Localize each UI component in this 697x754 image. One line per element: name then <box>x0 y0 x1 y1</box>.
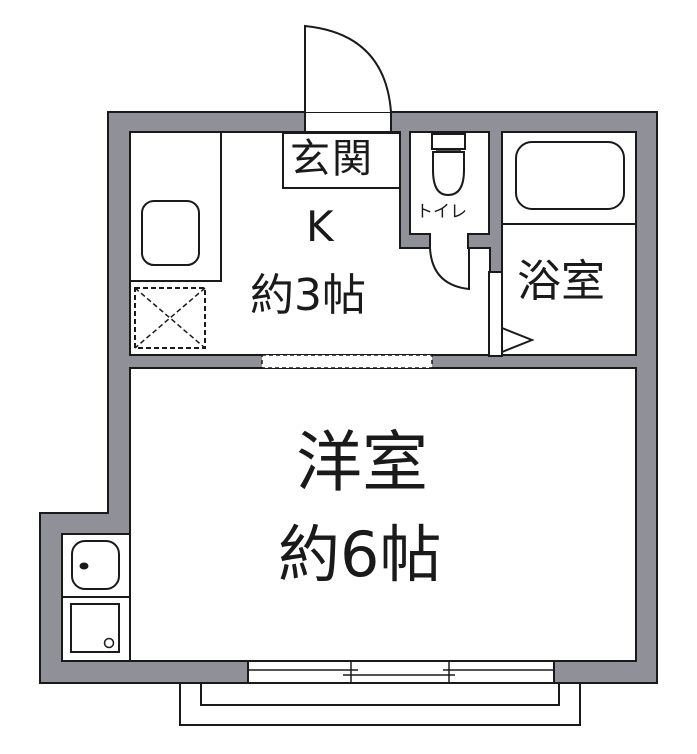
kitchen-size: 約3帖 <box>250 270 366 321</box>
western-room-label: 洋室 <box>296 424 428 501</box>
bath-door-icon <box>501 326 535 354</box>
bathroom-label: 浴室 <box>517 256 605 307</box>
toilet-icon <box>431 133 466 197</box>
refrigerator-space-icon <box>134 287 206 349</box>
entrance-label: 玄関 <box>290 136 374 182</box>
balcony-window <box>247 660 555 684</box>
washing-machine-icon <box>70 603 120 653</box>
entrance-door-icon <box>304 24 392 113</box>
toilet-door-icon <box>429 247 470 291</box>
balcony <box>179 683 581 726</box>
western-room <box>129 367 637 662</box>
kitchen-sink-icon <box>141 200 200 266</box>
kitchen-sliding-door <box>261 354 433 369</box>
bathtub-icon <box>515 141 625 210</box>
kitchen-label: K <box>306 202 334 251</box>
western-room-size: 約6帖 <box>278 518 442 591</box>
toilet-label: トイレ <box>416 202 467 222</box>
wash-basin-icon <box>71 540 120 590</box>
entrance-step <box>282 132 401 189</box>
